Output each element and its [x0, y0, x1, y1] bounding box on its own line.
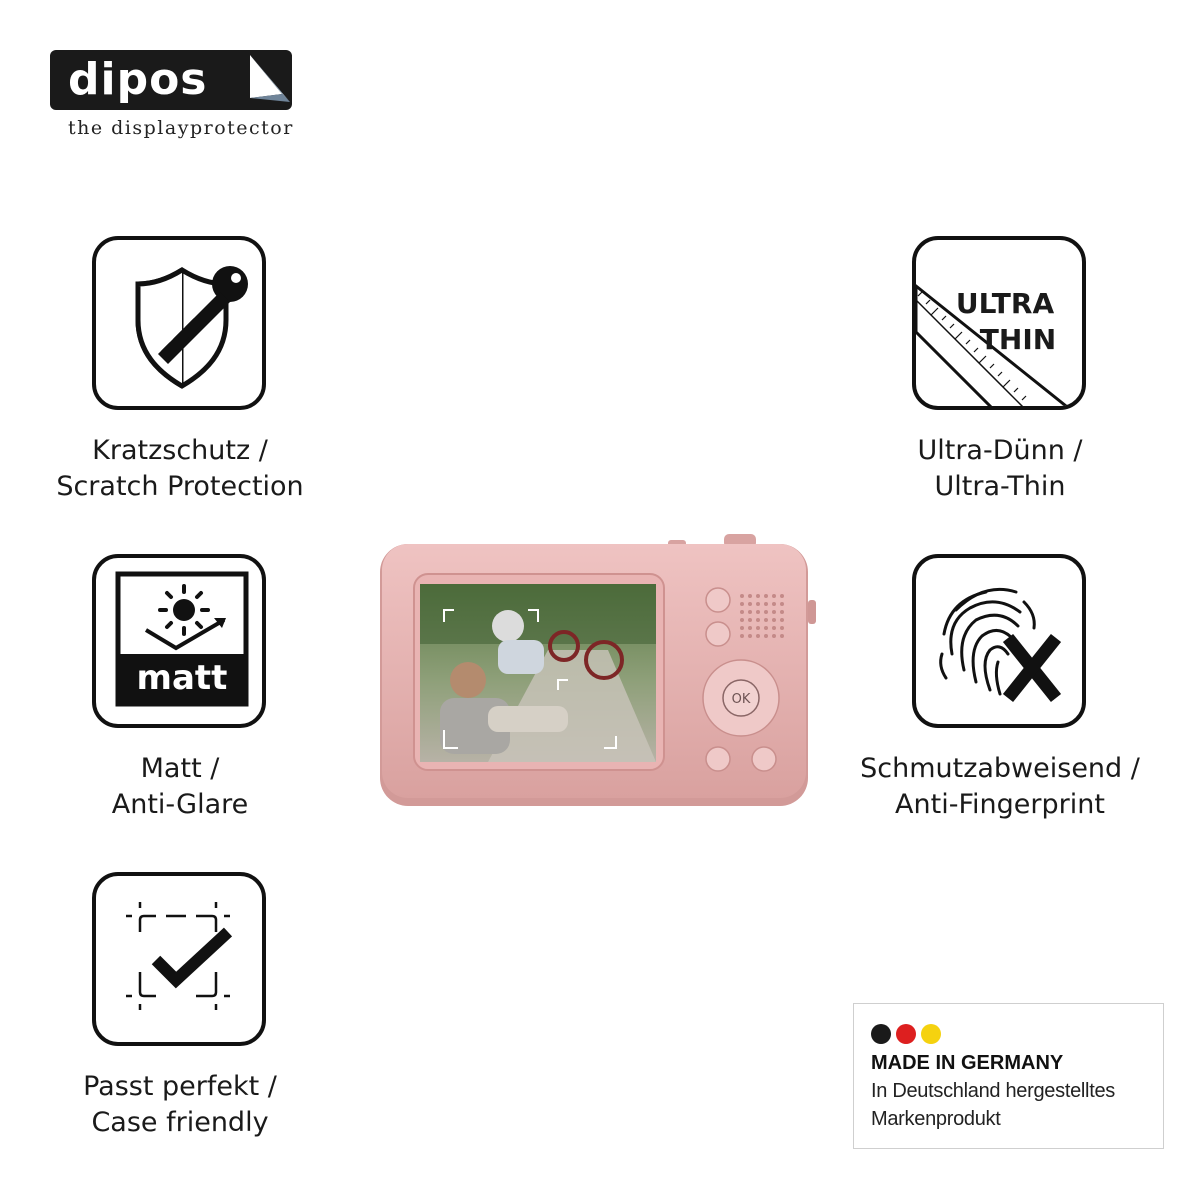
badge-line-2: Markenprodukt — [871, 1108, 1001, 1130]
anti-fingerprint-tile — [912, 554, 1086, 728]
anti-fingerprint-caption: Schmutzabweisend / Anti-Fingerprint — [860, 753, 1140, 820]
shield-key-icon — [135, 266, 248, 389]
ultra-thin-icon-text: ULTRA THIN — [955, 287, 1057, 356]
ultra-thin-tile: ULTRA THIN — [912, 236, 1086, 410]
flag-dot-black — [871, 1024, 891, 1044]
check-frame-icon — [126, 902, 233, 1010]
matt-caption: Matt / Anti-Glare — [111, 753, 249, 820]
brand-logo: dipos — [50, 50, 292, 110]
brand-tagline: the displayprotector — [68, 117, 294, 139]
zoom-wide-button[interactable] — [705, 621, 731, 647]
badge-title: MADE IN GERMANY — [871, 1052, 1064, 1074]
brand-name: dipos — [68, 54, 208, 105]
flag-dot-gold — [921, 1024, 941, 1044]
scratch-protection-caption: Kratzschutz / Scratch Protection — [56, 435, 304, 502]
ok-button[interactable] — [722, 679, 760, 717]
scratch-protection-tile — [92, 236, 266, 410]
case-friendly-caption: Passt perfekt / Case friendly — [83, 1071, 277, 1138]
matt-icon-label: matt — [136, 658, 228, 698]
zoom-tele-button[interactable] — [705, 587, 731, 613]
camera-product-image: OK — [380, 534, 816, 806]
matt-tile: matt — [92, 554, 266, 728]
fingerprint-x-icon — [939, 587, 1062, 703]
case-friendly-tile — [92, 872, 266, 1046]
made-in-germany-badge: MADE IN GERMANY In Deutschland hergestel… — [853, 1003, 1164, 1149]
folded-corner-icon — [250, 55, 290, 102]
ultra-thin-icon — [916, 284, 1069, 406]
badge-line-1: In Deutschland hergestelltes — [871, 1080, 1115, 1102]
matt-sun-icon — [115, 571, 249, 707]
ultra-thin-caption: Ultra-Dünn / Ultra-Thin — [917, 435, 1083, 502]
menu-button[interactable] — [751, 746, 777, 772]
speaker-grille — [740, 594, 784, 638]
ok-button-label: OK — [732, 692, 751, 707]
mode-button[interactable] — [705, 746, 731, 772]
flag-dot-red — [896, 1024, 916, 1044]
